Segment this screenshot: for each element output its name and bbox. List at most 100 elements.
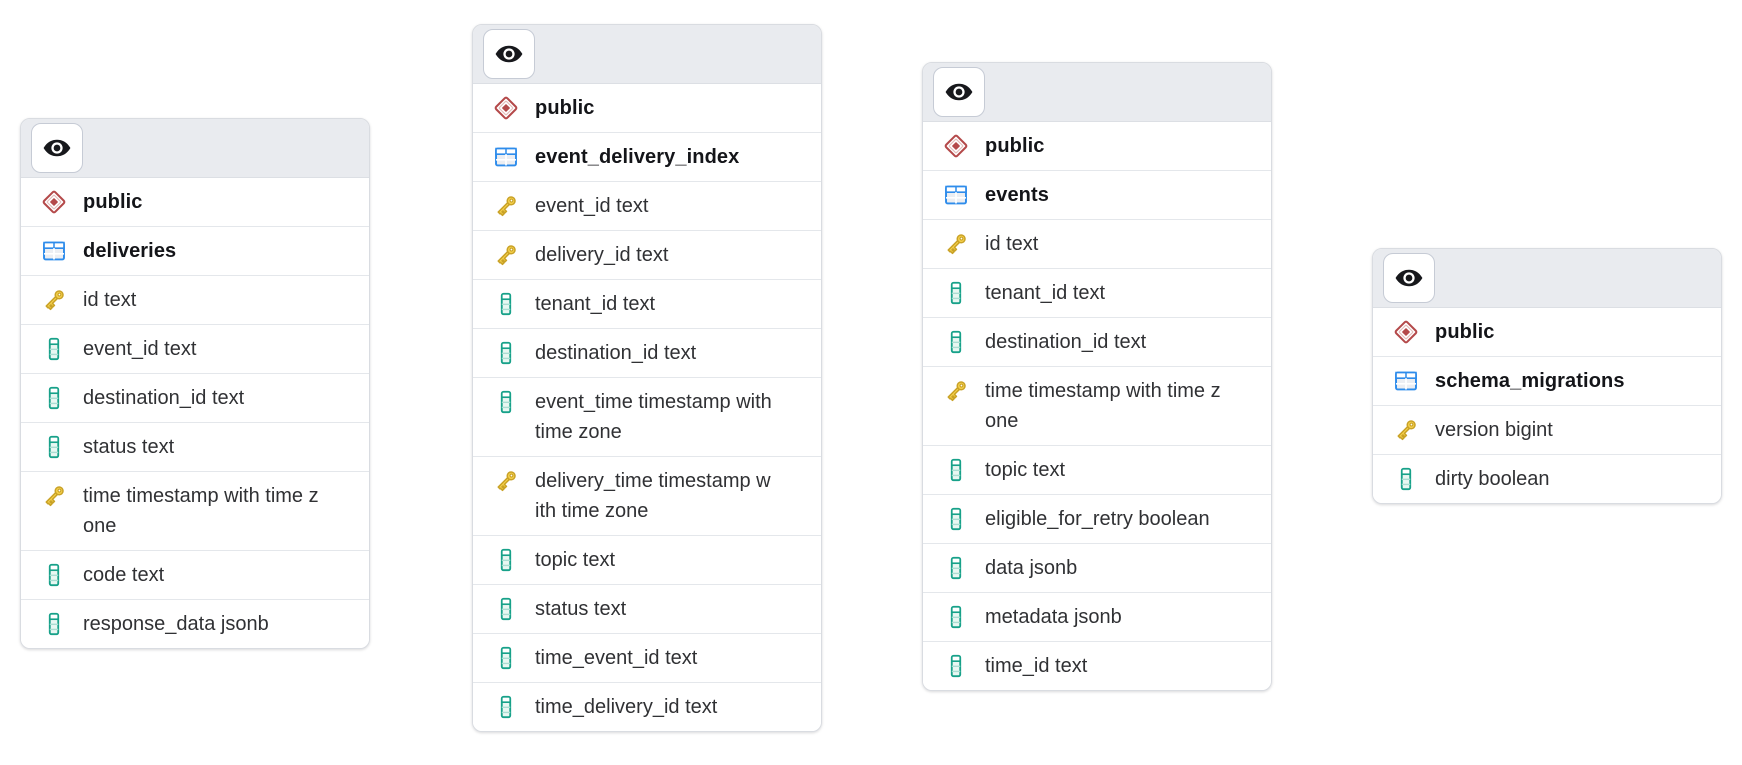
column-label: time_event_id text [535, 647, 698, 669]
visibility-toggle-button[interactable] [483, 29, 535, 79]
column-row[interactable]: topic text [473, 535, 821, 584]
column-icon [493, 645, 519, 671]
column-row[interactable]: id text [923, 219, 1271, 268]
column-row[interactable]: tenant_id text [473, 279, 821, 328]
column-label: destination_id text [83, 387, 245, 409]
column-row[interactable]: destination_id text [21, 373, 369, 422]
table-name-row[interactable]: deliveries [21, 226, 369, 275]
schema-row[interactable]: public [473, 84, 821, 132]
primary-key-icon [943, 378, 969, 404]
column-icon [41, 611, 67, 637]
column-label: time timestamp with time zone [83, 485, 319, 537]
table-name-row[interactable]: events [923, 170, 1271, 219]
column-row[interactable]: time_id text [923, 641, 1271, 690]
schema-row[interactable]: public [1373, 308, 1721, 356]
table-grid-icon [41, 238, 67, 264]
column-label: code text [83, 564, 165, 586]
column-label: event_id text [535, 195, 649, 217]
column-row[interactable]: time_delivery_id text [473, 682, 821, 731]
column-row[interactable]: eligible_for_retry boolean [923, 494, 1271, 543]
column-row[interactable]: destination_id text [473, 328, 821, 377]
schema-name: public [535, 97, 595, 119]
schema-row[interactable]: public [21, 178, 369, 226]
column-icon [943, 604, 969, 630]
column-row[interactable]: delivery_id text [473, 230, 821, 279]
table-card-event-delivery-index[interactable]: public event_delivery_index event_id tex… [472, 24, 822, 732]
eye-icon [1393, 265, 1425, 291]
column-row[interactable]: event_id text [21, 324, 369, 373]
card-header [923, 63, 1271, 122]
column-row[interactable]: code text [21, 550, 369, 599]
table-name: schema_migrations [1435, 370, 1625, 392]
column-row[interactable]: dirty boolean [1373, 454, 1721, 503]
column-label: destination_id text [535, 342, 697, 364]
column-row[interactable]: delivery_time timestamp with time zone [473, 456, 821, 535]
visibility-toggle-button[interactable] [933, 67, 985, 117]
table-name-row[interactable]: event_delivery_index [473, 132, 821, 181]
column-label: topic text [535, 549, 616, 571]
primary-key-icon [493, 193, 519, 219]
column-label: delivery_time timestamp with time zone [535, 470, 771, 522]
schema-name: public [1435, 321, 1495, 343]
schema-name: public [83, 191, 143, 213]
column-row[interactable]: data jsonb [923, 543, 1271, 592]
column-label: event_id text [83, 338, 197, 360]
column-row[interactable]: status text [473, 584, 821, 633]
column-label: time_id text [985, 655, 1088, 677]
table-name: deliveries [83, 240, 177, 262]
column-label: tenant_id text [985, 282, 1106, 304]
column-row[interactable]: time timestamp with time zone [21, 471, 369, 550]
column-label: status text [83, 436, 175, 458]
column-row[interactable]: event_time timestamp with time zone [473, 377, 821, 456]
visibility-toggle-button[interactable] [31, 123, 83, 173]
table-grid-icon [493, 144, 519, 170]
column-label: topic text [985, 459, 1066, 481]
column-icon [493, 389, 519, 415]
column-icon [943, 457, 969, 483]
column-icon [943, 555, 969, 581]
column-label: id text [83, 289, 137, 311]
column-icon [943, 280, 969, 306]
column-row[interactable]: tenant_id text [923, 268, 1271, 317]
column-label: version bigint [1435, 419, 1553, 441]
card-header [473, 25, 821, 84]
schema-row[interactable]: public [923, 122, 1271, 170]
column-label: event_time timestamp with time zone [535, 391, 772, 443]
table-grid-icon [943, 182, 969, 208]
column-icon [493, 694, 519, 720]
column-icon [943, 329, 969, 355]
column-label: status text [535, 598, 627, 620]
column-row[interactable]: event_id text [473, 181, 821, 230]
schema-name: public [985, 135, 1045, 157]
column-row[interactable]: metadata jsonb [923, 592, 1271, 641]
column-icon [41, 336, 67, 362]
primary-key-icon [41, 287, 67, 313]
table-name-row[interactable]: schema_migrations [1373, 356, 1721, 405]
card-header [1373, 249, 1721, 308]
column-row[interactable]: id text [21, 275, 369, 324]
column-label: response_data jsonb [83, 613, 269, 635]
column-row[interactable]: response_data jsonb [21, 599, 369, 648]
visibility-toggle-button[interactable] [1383, 253, 1435, 303]
column-icon [41, 434, 67, 460]
column-row[interactable]: version bigint [1373, 405, 1721, 454]
column-row[interactable]: time_event_id text [473, 633, 821, 682]
table-card-events[interactable]: public events id text tenant_id text des… [922, 62, 1272, 691]
column-icon [493, 596, 519, 622]
column-row[interactable]: status text [21, 422, 369, 471]
column-row[interactable]: time timestamp with time zone [923, 366, 1271, 445]
column-icon [41, 385, 67, 411]
column-row[interactable]: destination_id text [923, 317, 1271, 366]
column-icon [41, 562, 67, 588]
table-card-schema-migrations[interactable]: public schema_migrations version bigint … [1372, 248, 1722, 504]
column-row[interactable]: topic text [923, 445, 1271, 494]
card-header [21, 119, 369, 178]
column-icon [493, 340, 519, 366]
table-card-deliveries[interactable]: public deliveries id text event_id text … [20, 118, 370, 649]
primary-key-icon [943, 231, 969, 257]
column-label: delivery_id text [535, 244, 669, 266]
column-label: time timestamp with time zone [985, 380, 1221, 432]
table-name: event_delivery_index [535, 146, 740, 168]
primary-key-icon [493, 242, 519, 268]
eye-icon [493, 41, 525, 67]
